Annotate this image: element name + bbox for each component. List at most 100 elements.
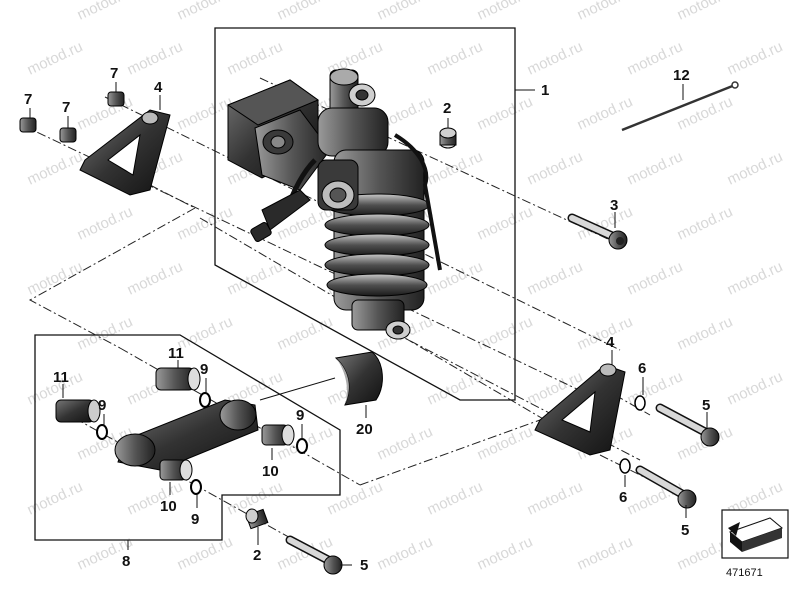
watermark-text: motod.ru <box>475 0 536 24</box>
bolt-right-upper <box>655 403 720 447</box>
watermark-text: motod.ru <box>475 313 536 353</box>
watermark-text: motod.ru <box>75 93 136 133</box>
callout-9-upper: 9 <box>200 361 208 378</box>
callout-7-middle: 7 <box>62 99 70 116</box>
callout-3: 3 <box>610 197 618 214</box>
watermark-text: motod.ru <box>525 258 586 298</box>
watermark-text: motod.ru <box>475 533 536 573</box>
watermark-text: motod.ru <box>475 203 536 243</box>
watermark-text: motod.ru <box>75 313 136 353</box>
callout-12: 12 <box>673 67 690 84</box>
callout-10-right: 10 <box>262 463 279 480</box>
callout-5-bottom: 5 <box>360 557 368 574</box>
callout-9-lower: 9 <box>191 511 199 528</box>
sleeves-11 <box>55 367 201 423</box>
direction-badge <box>721 509 789 559</box>
watermark-text: motod.ru <box>25 38 86 78</box>
callout-5-right-lower: 5 <box>681 522 689 539</box>
watermark-text: motod.ru <box>275 313 336 353</box>
watermark-text: motod.ru <box>575 313 636 353</box>
spacer-sleeve-upper <box>439 127 457 149</box>
shock-group-frame <box>214 27 516 401</box>
watermark-text: motod.ru <box>25 258 86 298</box>
watermark-text: motod.ru <box>175 0 236 24</box>
watermark-text: motod.ru <box>375 533 436 573</box>
callout-5-right-upper: 5 <box>702 397 710 414</box>
watermark-text: motod.ru <box>725 38 786 78</box>
callout-7-right: 7 <box>110 65 118 82</box>
callout-2-lower: 2 <box>253 547 261 564</box>
watermark-text: motod.ru <box>225 38 286 78</box>
watermark-text: motod.ru <box>675 93 736 133</box>
watermark-text: motod.ru <box>625 478 686 518</box>
cable-tie <box>621 81 739 132</box>
linkage-group-frame <box>34 334 341 541</box>
callout-9-right: 9 <box>296 407 304 424</box>
callout-9-left: 9 <box>98 397 106 414</box>
watermark-text: motod.ru <box>425 148 486 188</box>
bolt-bottom <box>285 535 343 575</box>
watermark-text: motod.ru <box>225 258 286 298</box>
watermark-text: motod.ru <box>575 0 636 24</box>
watermark-text: motod.ru <box>525 148 586 188</box>
spring-coils <box>324 193 430 297</box>
watermark-text: motod.ru <box>125 38 186 78</box>
bracket-upper-left <box>79 109 171 196</box>
watermark-text: motod.ru <box>425 368 486 408</box>
callout-4-lower: 4 <box>606 334 615 351</box>
bracket-lower-right <box>534 363 626 456</box>
watermark-text: motod.ru <box>625 258 686 298</box>
watermark-text: motod.ru <box>125 258 186 298</box>
bolt-right-lower <box>635 465 697 509</box>
callout-6-lower: 6 <box>619 489 627 506</box>
watermark-text: motod.ru <box>425 478 486 518</box>
watermark-text: motod.ru <box>275 0 336 24</box>
watermark-text: motod.ru <box>675 0 736 24</box>
watermark-text: motod.ru <box>625 368 686 408</box>
callout-10-left: 10 <box>160 498 177 515</box>
watermark-text: motod.ru <box>175 203 236 243</box>
callout-1: 1 <box>541 82 549 99</box>
nuts-7 <box>19 91 125 143</box>
bolt-upper <box>567 213 628 250</box>
rings-9 <box>96 392 308 495</box>
callout-20: 20 <box>356 421 373 438</box>
watermark-text: motod.ru <box>25 148 86 188</box>
callout-labels: 1 2 2 3 4 4 5 5 5 6 6 7 7 7 8 9 9 9 9 10… <box>24 65 710 574</box>
callout-11-left: 11 <box>53 369 69 386</box>
reference-number: 471671 <box>726 567 763 579</box>
callout-6-upper: 6 <box>638 360 646 377</box>
callout-2-upper: 2 <box>443 100 451 117</box>
watermark-text: motod.ru <box>675 313 736 353</box>
watermark-text: motod.ru <box>575 533 636 573</box>
watermark-text: motod.ru <box>25 478 86 518</box>
watermark-text: motod.ru <box>625 148 686 188</box>
protective-cover <box>259 351 383 406</box>
watermark-text: motod.ru <box>725 368 786 408</box>
watermark-text: motod.ru <box>175 533 236 573</box>
linkage-lever <box>114 399 259 471</box>
watermark-text: motod.ru <box>475 93 536 133</box>
callout-11-upper: 11 <box>168 345 184 362</box>
bushings-10 <box>159 424 295 481</box>
watermark-text: motod.ru <box>425 38 486 78</box>
watermark-text: motod.ru <box>525 478 586 518</box>
spacer-sleeve-lower <box>245 508 269 530</box>
front-arrow-icon <box>728 517 783 552</box>
shock-absorber <box>226 68 442 340</box>
watermark-text: motod.ru <box>175 93 236 133</box>
washers-6 <box>619 395 646 474</box>
watermark-text: motod.ru <box>725 148 786 188</box>
watermark-text: motod.ru <box>325 478 386 518</box>
watermark-text: motod.ru <box>525 38 586 78</box>
watermark-text: motod.ru <box>375 0 436 24</box>
callout-4-upper: 4 <box>154 79 163 96</box>
watermark-text: motod.ru <box>75 0 136 24</box>
watermark-text: motod.ru <box>475 423 536 463</box>
watermark-text: motod.ru <box>425 258 486 298</box>
watermark-text: motod.ru <box>75 203 136 243</box>
watermark-text: motod.ru <box>375 423 436 463</box>
callout-8: 8 <box>122 553 130 570</box>
